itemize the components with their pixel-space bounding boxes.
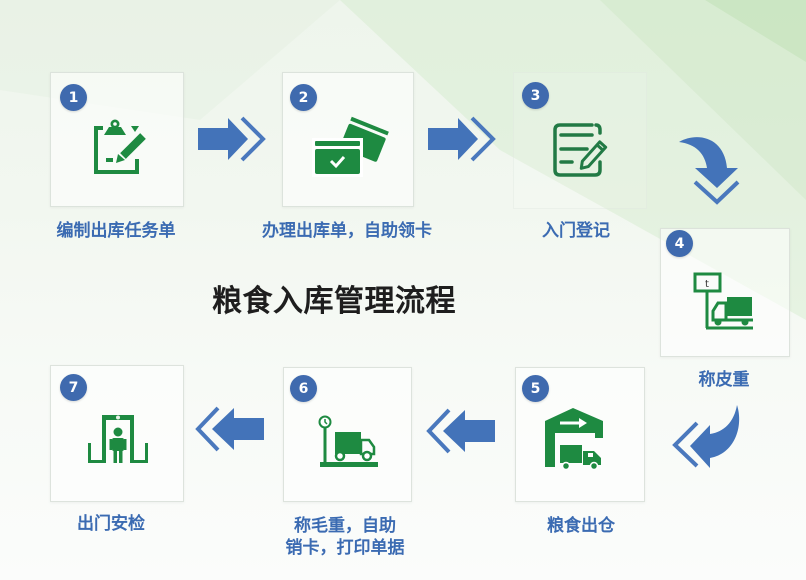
- step-label-5: 粮食出仓: [547, 516, 615, 536]
- step-label-7: 出门安检: [77, 514, 145, 534]
- security-gate-icon: [88, 415, 148, 463]
- step-badge-1: 1: [60, 84, 87, 111]
- step-label-6: 称毛重，自助 销卡，打印单据: [265, 515, 425, 559]
- warehouse-truck-icon: [545, 408, 603, 471]
- curved-arrow-left-icon: [672, 405, 740, 468]
- step-card-5: [515, 367, 645, 502]
- arrow-right-icon: [428, 116, 496, 162]
- arrow-right-icon: [198, 116, 266, 162]
- step-badge-3: 3: [522, 82, 549, 109]
- arrow-left-icon: [426, 408, 495, 454]
- document-edit-icon: [553, 123, 608, 177]
- scale-truck-icon: t: [693, 272, 753, 330]
- step-label-3: 入门登记: [542, 221, 610, 241]
- curved-arrow-down-icon: [679, 137, 740, 205]
- diagram-title: 粮食入库管理流程: [212, 284, 456, 319]
- cards-check-icon: [312, 116, 389, 177]
- weighbridge-truck-icon: [318, 415, 378, 467]
- step-label-6-line-2: 销卡，打印单据: [285, 538, 405, 558]
- step-label-2: 办理出库单，自助领卡: [262, 221, 432, 241]
- arrow-left-icon: [195, 406, 264, 452]
- step-badge-4: 4: [666, 230, 693, 257]
- step-badge-7: 7: [60, 374, 87, 401]
- step-badge-6: 6: [290, 375, 317, 402]
- step-label-6-line-1: 称毛重，自助: [294, 516, 396, 536]
- step-badge-2: 2: [290, 84, 317, 111]
- step-label-1: 编制出库任务单: [56, 221, 176, 241]
- scale-sign-text: t: [705, 279, 709, 290]
- step-label-4: 称皮重: [698, 370, 750, 390]
- clipboard-edit-icon: [94, 119, 146, 174]
- step-badge-5: 5: [522, 375, 549, 402]
